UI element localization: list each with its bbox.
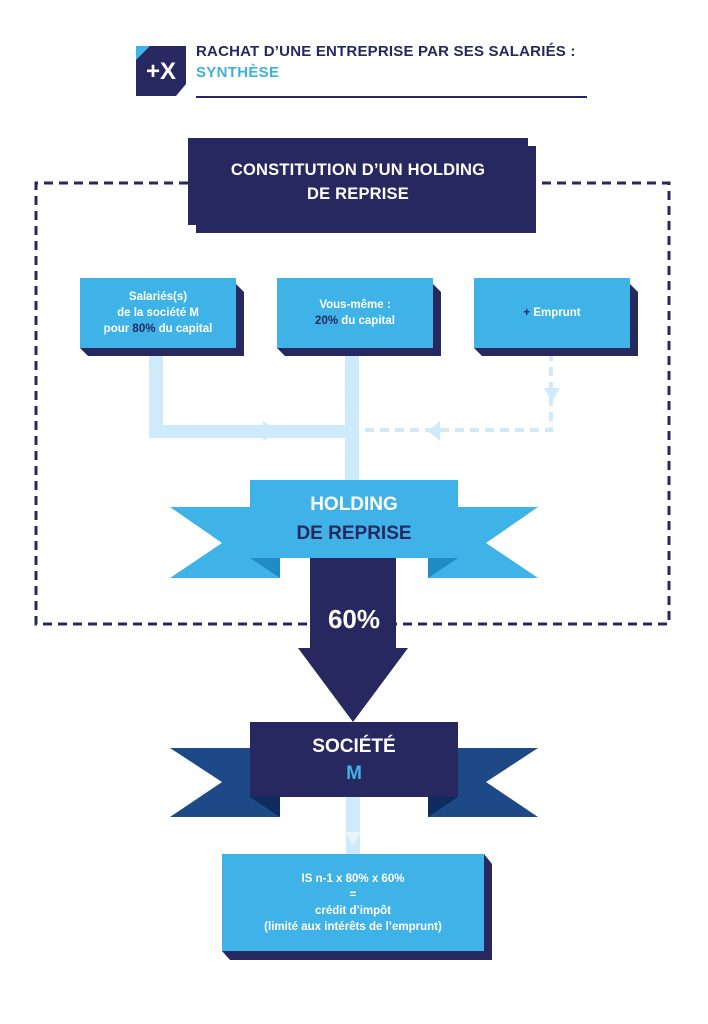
connector-employees xyxy=(149,352,280,441)
holding-line2: DE REPRISE xyxy=(296,523,412,544)
loan-box: + Emprunt xyxy=(474,278,630,348)
societe-line2: M xyxy=(346,762,362,784)
dashed-frame xyxy=(34,181,671,626)
header-divider xyxy=(196,96,587,98)
tax-credit-line3: crédit d’impôt xyxy=(314,904,392,917)
connector-loan-arrowhead xyxy=(544,388,560,402)
logo: +X xyxy=(136,46,186,96)
holding-line1: HOLDING xyxy=(310,494,398,515)
holding-constitution-line1: CONSTITUTION D’UN HOLDING xyxy=(230,160,486,179)
employees-line3: pour 80% du capital xyxy=(104,321,213,337)
holding-box: HOLDING DE REPRISE xyxy=(250,480,458,558)
svg-text:+X: +X xyxy=(146,58,176,85)
connector-loan xyxy=(359,352,553,432)
tax-credit-line2: = xyxy=(349,888,357,901)
page-subtitle: SYNTHÈSE xyxy=(196,64,280,81)
employees-post: du capital xyxy=(155,323,213,335)
societe-line1: SOCIÉTÉ xyxy=(312,735,396,757)
loan-line: + Emprunt xyxy=(523,305,580,321)
employees-pre: pour xyxy=(103,323,133,335)
self-line1: Vous-même : xyxy=(319,299,391,311)
self-percent: 20% xyxy=(315,315,339,327)
societe-box: SOCIÉTÉ M xyxy=(250,722,458,797)
self-box: Vous-même : 20% du capital xyxy=(277,278,433,348)
employees-percent: 80% xyxy=(132,323,156,335)
employees-line1: Salariés(s) xyxy=(128,291,188,303)
loan-plus: + xyxy=(523,307,531,319)
self-line2: 20% du capital xyxy=(315,313,395,329)
tax-credit-box: IS n-1 x 80% x 60% = crédit d’impôt (lim… xyxy=(222,854,484,951)
page-title: RACHAT D’UNE ENTREPRISE PAR SES SALARIÉS… xyxy=(196,43,576,60)
ownership-percent: 60% xyxy=(327,604,381,634)
logo-icon: +X xyxy=(136,46,186,96)
employees-line2: de la société M xyxy=(117,307,199,319)
loan-label: Emprunt xyxy=(530,307,581,319)
holding-constitution-box: CONSTITUTION D’UN HOLDING DE REPRISE xyxy=(188,138,528,225)
connector-self xyxy=(344,352,359,482)
connector-loan-arrowhead-left xyxy=(428,421,440,441)
holding-constitution-line2: DE REPRISE xyxy=(307,184,409,203)
connector-merge xyxy=(267,425,357,438)
employees-box: Salariés(s) de la société M pour 80% du … xyxy=(80,278,236,348)
tax-credit-line4: (limité aux intérêts de l’emprunt) xyxy=(264,920,442,933)
tax-credit-line1: IS n-1 x 80% x 60% xyxy=(301,872,405,885)
connector-result xyxy=(345,797,361,855)
self-post: du capital xyxy=(338,315,395,327)
big-arrow xyxy=(298,558,408,722)
